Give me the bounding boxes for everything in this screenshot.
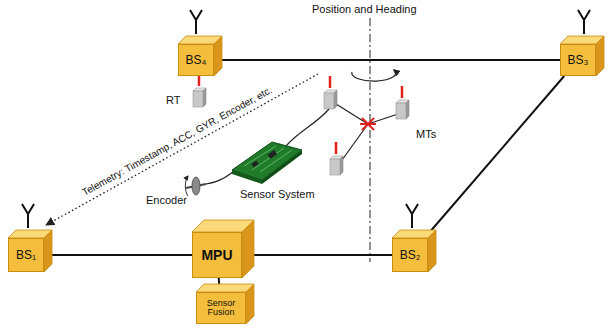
- part-label: Sensor System: [240, 188, 315, 200]
- network-link: [214, 59, 560, 61]
- node-label: Sensor Fusion: [197, 299, 245, 318]
- network-link: [425, 76, 565, 238]
- network-link: [219, 278, 220, 292]
- tracker-label: MTs: [416, 128, 436, 140]
- node-label: BS₃: [568, 54, 589, 67]
- telemetry-arrow: [46, 74, 318, 225]
- tracker-label: RT: [166, 94, 180, 106]
- node-label: BS₂: [400, 249, 421, 262]
- node-label: BS₄: [186, 54, 207, 67]
- fusion-box: Sensor Fusion: [196, 292, 246, 324]
- node-label: MPU: [201, 248, 232, 263]
- mt-cable: [286, 109, 329, 146]
- antennas: [22, 10, 590, 228]
- tracker-blocks: [193, 74, 409, 175]
- processing-unit-box: MPU: [192, 232, 242, 278]
- heading-axis: [370, 18, 371, 262]
- mt-center: [360, 118, 376, 130]
- part-label: Encoder: [146, 194, 187, 206]
- base-station-box: BS₁: [8, 238, 44, 272]
- sensor-pcb: [232, 142, 302, 184]
- node-label: BS₁: [16, 249, 36, 262]
- encoder-wheel: [185, 176, 206, 196]
- mt-arms: [336, 104, 398, 160]
- base-station-box: BS₃: [560, 44, 596, 76]
- base-station-box: BS₄: [178, 44, 214, 76]
- axis-label: Position and Heading: [312, 3, 417, 15]
- base-station-box: BS₂: [392, 238, 428, 272]
- rotation-arrow: [352, 70, 396, 81]
- network-link: [44, 254, 192, 256]
- network-link: [242, 254, 392, 256]
